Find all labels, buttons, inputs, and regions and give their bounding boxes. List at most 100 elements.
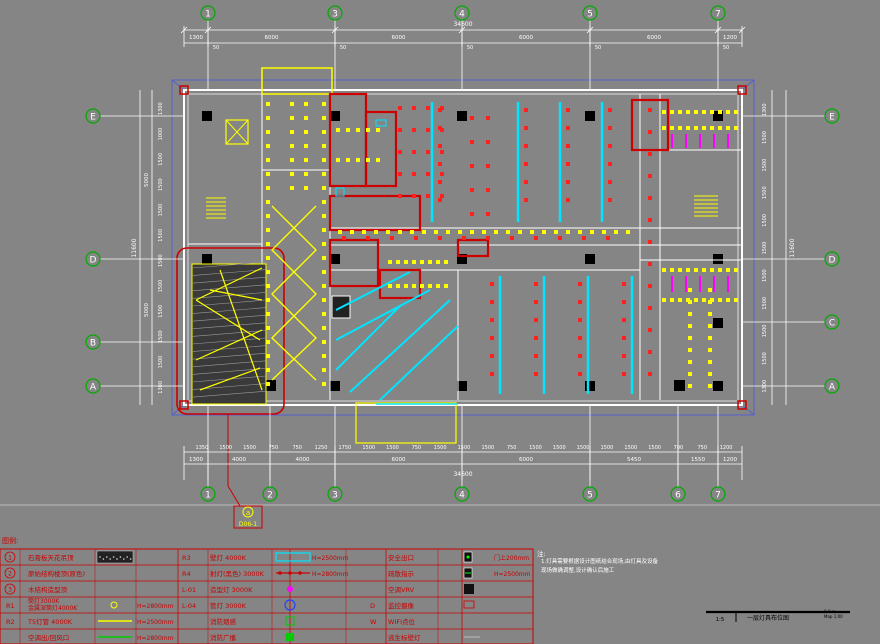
red-downlight: [648, 372, 652, 376]
yellow-fixture: [626, 230, 630, 234]
swatch-dot: [126, 556, 128, 558]
red-downlight: [398, 128, 402, 132]
legend-symbol: D: [370, 602, 375, 610]
legend-height: H=2800mm: [137, 603, 174, 610]
yellow-fixture: [266, 242, 270, 246]
diagonal-linear-light: [335, 289, 431, 341]
dim-tick: [738, 26, 746, 34]
red-downlight: [578, 336, 582, 340]
dim-tick: [180, 26, 188, 34]
dim-bottom-upper: 1500: [648, 445, 661, 451]
legend-text: 金属深筒灯4000K: [28, 604, 78, 612]
red-downlight: [558, 236, 562, 240]
zigzag-light: [270, 205, 317, 381]
dim-right-row: 1300: [762, 103, 768, 116]
legend-code: R2: [6, 618, 15, 626]
yellow-fixture: [266, 340, 270, 344]
red-wall-room: [456, 238, 490, 258]
yellow-fixture: [322, 158, 326, 162]
yellow-fixture: [322, 186, 326, 190]
red-downlight: [608, 108, 612, 112]
cyan-mark: [335, 187, 345, 197]
red-downlight: [608, 126, 612, 130]
axis-bottom-bubble: [670, 486, 686, 502]
axis-right-label: A: [829, 383, 836, 393]
wood-slat: [191, 330, 267, 337]
yellow-fixture: [662, 126, 666, 130]
yellow-fixture: [688, 324, 692, 328]
legend-text: 消防烟感: [210, 617, 237, 626]
legend-code: L-04: [182, 602, 196, 610]
yellow-fixture: [266, 228, 270, 232]
legend-height: H=2800mm: [137, 635, 174, 642]
yellow-fixture: [356, 158, 360, 162]
column: [202, 111, 212, 121]
yellow-fixture: [386, 230, 390, 234]
yellow-fixture: [266, 200, 270, 204]
yellow-fixture: [444, 260, 448, 264]
legend-text: 疏散指示: [388, 569, 415, 578]
dim-top-value: 1300: [189, 35, 203, 41]
yellow-fixture: [322, 382, 326, 386]
red-downlight: [648, 130, 652, 134]
notes-line: 1.灯具需要根据设计图纸结合现场,由灯具及设备: [541, 557, 658, 565]
swatch-spot-dot: [298, 571, 302, 575]
yellow-fixture: [266, 102, 270, 106]
legend-symbol: W: [370, 618, 377, 626]
dim-bottom-upper: 1500: [624, 445, 637, 451]
red-downlight: [566, 126, 570, 130]
red-wall-room: [364, 110, 398, 188]
dim-bottom-upper: 1350: [196, 445, 209, 451]
dim-right-row: 1500: [762, 159, 768, 172]
yellow-fixture: [322, 256, 326, 260]
legend-height: 门上200mm: [494, 554, 529, 562]
yellow-fixture: [726, 126, 730, 130]
yellow-fixture: [290, 172, 294, 176]
axis-bottom-label: 6: [675, 491, 681, 501]
yellow-fixture: [734, 298, 738, 302]
swatch-spot-dot: [278, 571, 282, 575]
axis-left-bubble: [85, 334, 101, 350]
detail-tag-box: [233, 505, 263, 529]
red-downlight: [578, 318, 582, 322]
legend-text: 木结构造型顶: [28, 585, 68, 594]
wood-slat: [191, 352, 267, 360]
red-downlight: [486, 140, 490, 144]
diagonal-linear-light: [335, 305, 401, 371]
red-downlight: [608, 180, 612, 184]
yellow-fixture: [686, 126, 690, 130]
dim-bottom-upper: 1500: [481, 445, 494, 451]
legend-text: 空调出/回风口: [28, 633, 69, 642]
red-downlight: [578, 372, 582, 376]
legend-text: 石膏板天花吊顶: [28, 553, 74, 562]
axis-left-label: E: [90, 113, 96, 123]
axis-bottom-label: 2: [267, 491, 273, 501]
red-downlight: [470, 116, 474, 120]
yellow-fixture: [404, 260, 408, 264]
yellow-fixture: [688, 312, 692, 316]
red-downlight: [524, 180, 528, 184]
yellow-fixture: [670, 298, 674, 302]
yellow-fixture: [708, 288, 712, 292]
axis-top-label: 4: [459, 10, 465, 20]
yellow-fixture: [266, 256, 270, 260]
red-downlight: [426, 172, 430, 176]
dim-bottom-lower: 1550: [691, 457, 705, 463]
axis-top-bubble: [582, 5, 598, 21]
red-downlight: [648, 108, 652, 112]
yellow-fixture: [266, 326, 270, 330]
yellow-fixture: [374, 230, 378, 234]
red-downlight: [490, 354, 494, 358]
yellow-fixture: [410, 230, 414, 234]
swatch-dot: [129, 558, 132, 560]
axis-right-label: E: [829, 113, 835, 123]
yellow-fixture: [734, 110, 738, 114]
wood-slat: [191, 345, 267, 352]
wood-slat: [191, 314, 267, 322]
legend-code: L-01: [182, 586, 196, 594]
yellow-fixture: [366, 128, 370, 132]
red-downlight: [622, 336, 626, 340]
dim-left-inner: 5000: [144, 173, 150, 187]
detail-tag-letter: a: [246, 509, 250, 517]
